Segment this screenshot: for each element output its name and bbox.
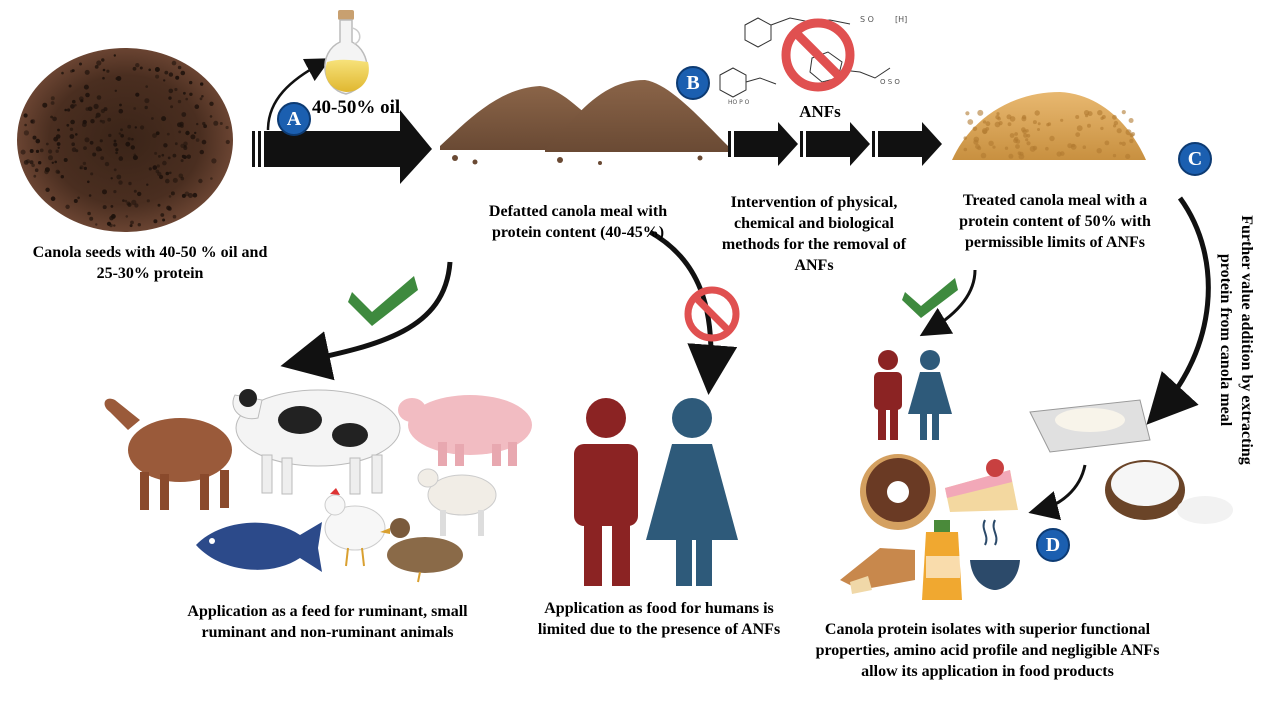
anfs-label: ANFs <box>799 102 841 121</box>
check-treated-icon <box>902 278 958 318</box>
isolates-caption: Canola protein isolates with superior fu… <box>815 621 1160 680</box>
treated-meal-icon <box>952 92 1146 160</box>
man-icon <box>574 398 638 586</box>
defatted-meal-icon <box>440 80 728 165</box>
arrow-oil-extraction <box>252 58 432 184</box>
arrow-treatment-steps <box>728 122 942 166</box>
fish-icon <box>196 522 322 572</box>
svg-text:HO P O: HO P O <box>728 99 750 106</box>
value-addition-caption: Further value addition by extracting pro… <box>1217 215 1255 465</box>
oil-bottle-icon <box>324 10 369 95</box>
treated-caption: Treated canola meal with a protein conte… <box>959 192 1151 251</box>
lamb-icon <box>417 468 497 536</box>
prohibit-food-icon <box>684 286 740 342</box>
flour-bowl-icon <box>1105 460 1233 524</box>
juice-bottle-icon <box>922 520 962 600</box>
donut-icon <box>860 454 936 530</box>
animals-group <box>104 389 532 583</box>
chicken-icon <box>324 488 386 567</box>
prohibit-anf-icon <box>781 18 855 92</box>
badge-d: D <box>1036 528 1070 562</box>
badge-a: A <box>277 102 311 136</box>
food-limited-caption: Application as food for humans is limite… <box>537 600 781 638</box>
hot-drink-cup-icon <box>970 519 1020 590</box>
cake-icon <box>945 459 1018 512</box>
protein-powder-tray-icon <box>1029 399 1151 453</box>
bread-icon <box>840 548 915 594</box>
anf-structures-icon: S O [H] HO P O O S O <box>719 15 907 106</box>
cow-icon <box>232 389 401 495</box>
check-feed-icon <box>348 276 418 326</box>
canola-seeds-icon <box>17 48 233 232</box>
seeds-caption: Canola seeds with 40-50 % oil and 25-30%… <box>32 244 268 282</box>
oil-label: 40-50% oil <box>312 97 401 118</box>
badge-c: C <box>1178 142 1212 176</box>
svg-text:O S O: O S O <box>880 78 900 86</box>
humans-small-icon <box>874 350 952 440</box>
humans-large-icon <box>574 398 738 586</box>
intervention-caption: Intervention of physical, chemical and b… <box>721 194 907 274</box>
badge-b: B <box>676 66 710 100</box>
svg-text:S O: S O <box>860 15 874 24</box>
woman-icon <box>646 398 738 586</box>
duck-icon <box>380 518 463 583</box>
food-products-icon <box>840 399 1233 600</box>
svg-text:[H]: [H] <box>895 15 907 24</box>
feed-caption: Application as a feed for ruminant, smal… <box>187 603 468 641</box>
goat-icon <box>104 398 232 510</box>
pig-icon <box>398 395 532 466</box>
defatted-caption: Defatted canola meal with protein conten… <box>488 203 668 241</box>
